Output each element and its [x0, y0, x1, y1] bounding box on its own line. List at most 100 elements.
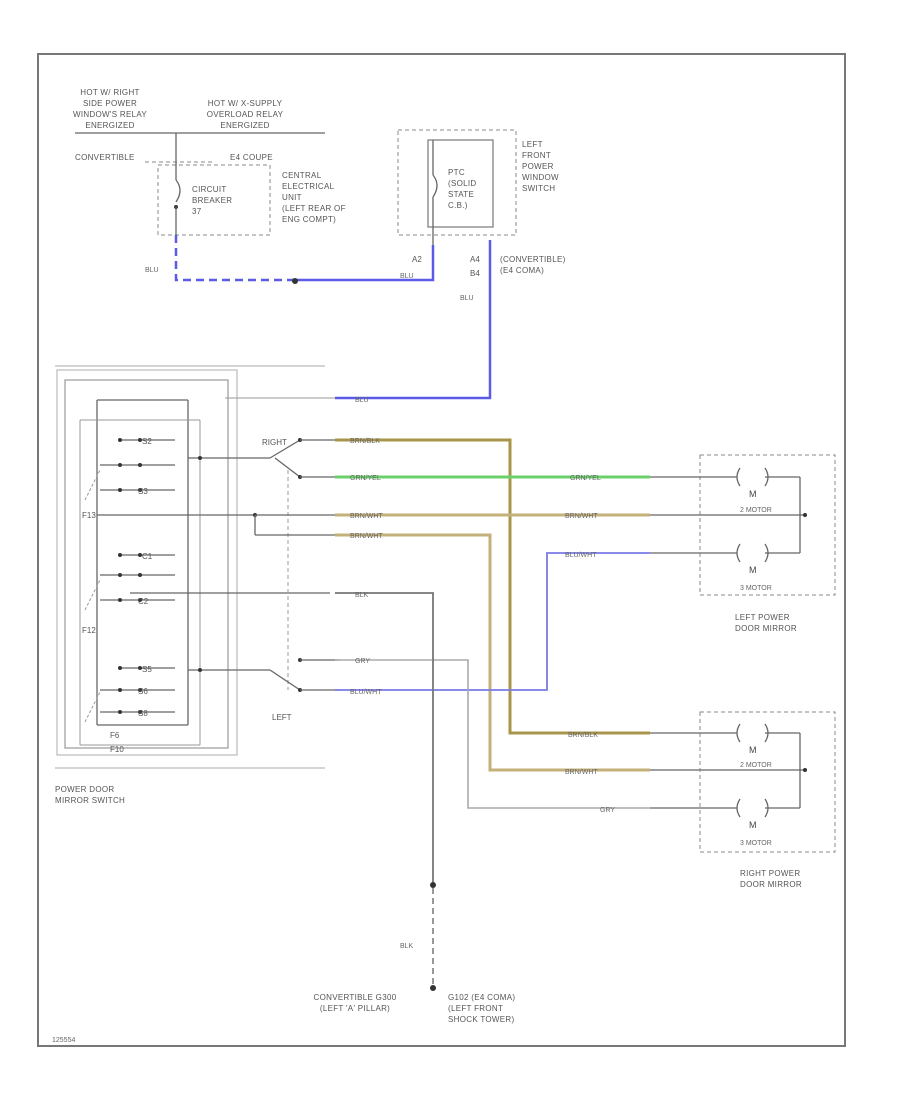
convertible-note: (CONVERTIBLE) (E4 COMA): [500, 255, 566, 275]
brn-wht-wire-right: [335, 533, 650, 772]
left-motor-m2: M: [749, 565, 757, 575]
svg-text:(SOLID: (SOLID: [448, 179, 476, 188]
ground-splice-top: [430, 882, 436, 888]
contact-c2: C2: [138, 597, 149, 606]
window-switch-title: LEFT FRONT POWER WINDOW SWITCH: [522, 140, 559, 193]
svg-text:RIGHT POWER: RIGHT POWER: [740, 869, 801, 878]
svg-text:HOT W/ X-SUPPLY: HOT W/ X-SUPPLY: [208, 99, 283, 108]
pin-f6: F6: [110, 731, 120, 740]
pin-f10: F10: [110, 745, 124, 754]
hot-label-supply-relay: HOT W/ X-SUPPLY OVERLOAD RELAY ENERGIZED: [207, 99, 284, 130]
switch-contacts: [84, 438, 175, 723]
wire-label-grn-yel-1: GRN/YEL: [350, 475, 381, 482]
splice-dot: [292, 278, 298, 284]
wire-label-blu-2: BLU: [400, 273, 414, 280]
svg-text:SWITCH: SWITCH: [522, 184, 555, 193]
svg-text:BREAKER: BREAKER: [192, 196, 232, 205]
contact-s8: S8: [138, 709, 148, 718]
left-mirror-box: [699, 454, 836, 596]
svg-text:(CONVERTIBLE): (CONVERTIBLE): [500, 255, 566, 264]
blu-wire-dashed: [174, 235, 295, 282]
svg-text:WINDOW'S RELAY: WINDOW'S RELAY: [73, 110, 147, 119]
svg-text:ENERGIZED: ENERGIZED: [220, 121, 269, 130]
svg-text:UNIT: UNIT: [282, 193, 302, 202]
ground-splice-bottom: [430, 985, 436, 991]
wire-label-grn-yel-2: GRN/YEL: [570, 475, 601, 482]
contact-s5: S5: [142, 665, 152, 674]
svg-text:CENTRAL: CENTRAL: [282, 171, 322, 180]
right-motor-label-2: 3 MOTOR: [740, 840, 772, 847]
svg-text:LEFT: LEFT: [522, 140, 543, 149]
left-mirror-motors: [700, 467, 807, 563]
blu-wire-supply: [295, 245, 435, 282]
wire-label-brn-wht-3: BRN/WHT: [565, 513, 598, 520]
svg-text:OVERLOAD RELAY: OVERLOAD RELAY: [207, 110, 284, 119]
blu-wht-wire: [335, 552, 650, 691]
svg-text:WINDOW: WINDOW: [522, 173, 559, 182]
svg-text:MIRROR SWITCH: MIRROR SWITCH: [55, 796, 125, 805]
svg-text:LEFT POWER: LEFT POWER: [735, 613, 790, 622]
svg-text:CONVERTIBLE G300: CONVERTIBLE G300: [314, 993, 397, 1002]
blu-wire-to-mirror-switch: [335, 240, 492, 400]
mirror-switch-outer: [56, 369, 238, 756]
left-motor-label-1: 2 MOTOR: [740, 507, 772, 514]
window-switch-box: [397, 129, 517, 236]
svg-text:(LEFT FRONT: (LEFT FRONT: [448, 1004, 503, 1013]
svg-text:POWER DOOR: POWER DOOR: [55, 785, 114, 794]
pin-f13: F13: [82, 511, 96, 520]
wire-label-gry-1: GRY: [355, 658, 370, 665]
right-selector-label: RIGHT: [262, 438, 287, 447]
svg-text:ENG COMPT): ENG COMPT): [282, 215, 336, 224]
central-unit-label: CENTRAL ELECTRICAL UNIT (LEFT REAR OF EN…: [282, 171, 346, 224]
pin-a2: A2: [412, 255, 422, 264]
svg-text:(LEFT REAR OF: (LEFT REAR OF: [282, 204, 346, 213]
ptc-label: PTC (SOLID STATE C.B.): [448, 168, 476, 210]
pin-a4: A4: [470, 255, 480, 264]
mirror-switch-title: POWER DOOR MIRROR SWITCH: [55, 785, 125, 805]
wire-label-brn-wht-1: BRN/WHT: [350, 513, 383, 520]
pin-b4: B4: [470, 269, 480, 278]
svg-text:(LEFT 'A' PILLAR): (LEFT 'A' PILLAR): [320, 1004, 390, 1013]
contact-s2: S2: [142, 437, 152, 446]
contact-s6: S6: [138, 687, 148, 696]
brn-blk-wire: [335, 438, 650, 735]
left-mirror-title: LEFT POWER DOOR MIRROR: [735, 613, 797, 633]
svg-text:37: 37: [192, 207, 202, 216]
svg-text:C.B.): C.B.): [448, 201, 468, 210]
right-mirror-motors: [700, 723, 807, 818]
left-motor-m1: M: [749, 489, 757, 499]
ground-right-label: G102 (E4 COMA) (LEFT FRONT SHOCK TOWER): [448, 993, 515, 1024]
mirror-connectors: [650, 476, 700, 809]
diagram-frame: [37, 53, 846, 1047]
wire-label-blu-wht-2: BLU/WHT: [565, 552, 597, 559]
left-selector-label: LEFT: [272, 713, 292, 722]
hot-label-right-relay: HOT W/ RIGHT SIDE POWER WINDOW'S RELAY E…: [73, 88, 147, 130]
svg-text:SHOCK TOWER): SHOCK TOWER): [448, 1015, 514, 1024]
svg-text:FRONT: FRONT: [522, 151, 551, 160]
svg-text:SIDE POWER: SIDE POWER: [83, 99, 137, 108]
svg-text:HOT W/ RIGHT: HOT W/ RIGHT: [80, 88, 139, 97]
wire-label-blu-wht-1: BLU/WHT: [350, 689, 382, 696]
wire-label-brn-wht-4: BRN/WHT: [565, 769, 598, 776]
wire-label-brn-blk-1: BRN/BLK: [350, 438, 380, 445]
svg-text:STATE: STATE: [448, 190, 474, 199]
right-mirror-title: RIGHT POWER DOOR MIRROR: [740, 869, 802, 889]
mirror-switch-body: [64, 379, 229, 749]
svg-text:DOOR MIRROR: DOOR MIRROR: [740, 880, 802, 889]
breaker-label: CIRCUIT BREAKER 37: [192, 185, 232, 216]
connector-leads: [254, 439, 340, 691]
svg-text:ELECTRICAL: ELECTRICAL: [282, 182, 335, 191]
svg-text:POWER: POWER: [522, 162, 554, 171]
convertible-label: CONVERTIBLE: [75, 153, 135, 162]
svg-text:G102 (E4 COMA): G102 (E4 COMA): [448, 993, 515, 1002]
right-motor-m2: M: [749, 820, 757, 830]
e4-coupe-label: E4 COUPE: [230, 153, 273, 162]
wire-label-gry-2: GRY: [600, 807, 615, 814]
pin-f12: F12: [82, 626, 96, 635]
circuit-breaker-symbol: [175, 179, 181, 203]
wire-label-brn-blk-2: BRN/BLK: [568, 732, 598, 739]
wire-label-blu-switch: BLU: [355, 397, 369, 404]
svg-text:ENERGIZED: ENERGIZED: [85, 121, 134, 130]
central-unit-box: [157, 164, 271, 236]
svg-text:PTC: PTC: [448, 168, 465, 177]
